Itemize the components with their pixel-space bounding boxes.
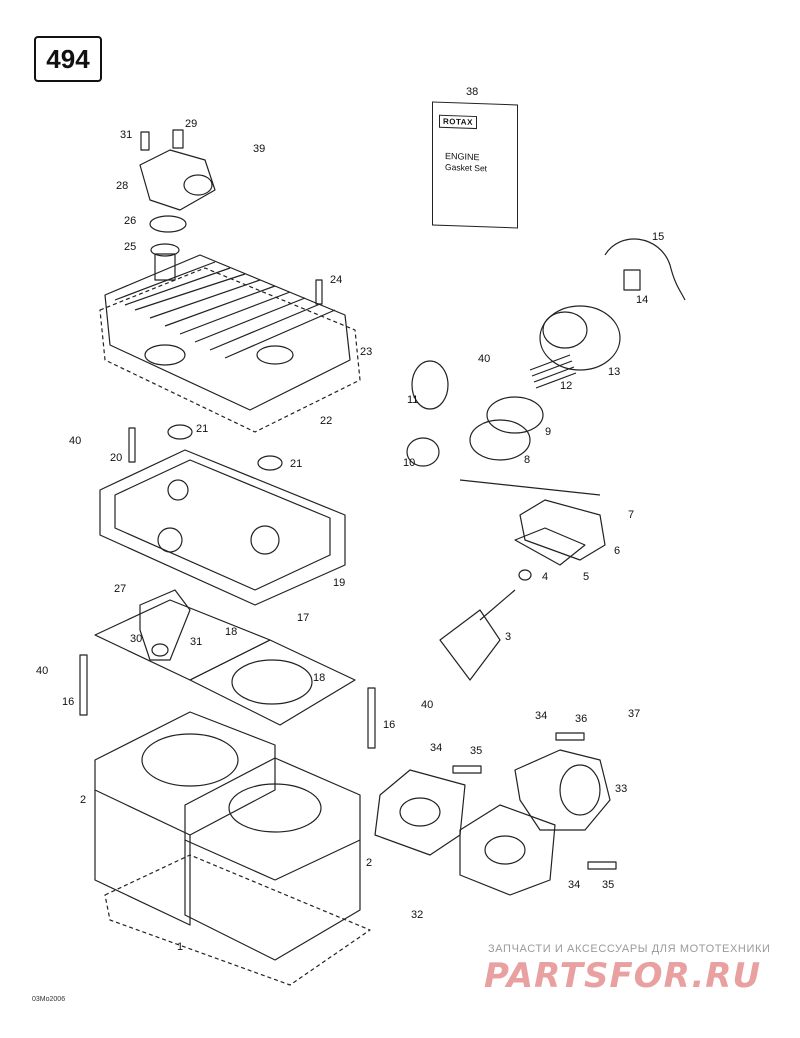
- exhaust-flange-32a: [374, 769, 466, 856]
- callout: 23: [360, 346, 373, 358]
- callout: 14: [636, 294, 649, 306]
- exhaust-flange-32b: [459, 804, 556, 896]
- gasket-5: [514, 527, 586, 566]
- callout: 2: [366, 857, 373, 869]
- screw-24: [315, 279, 323, 305]
- water-outlet-27: [139, 589, 191, 661]
- callout: 25: [124, 241, 137, 253]
- callout: 15: [652, 231, 665, 243]
- rotax-logo: ROTAX: [439, 114, 477, 130]
- callout: 30: [130, 633, 143, 645]
- callout: 38: [466, 86, 479, 98]
- stud-16b: [367, 687, 376, 749]
- diaphragm-9: [486, 396, 544, 434]
- screw-36: [555, 732, 585, 741]
- spring-clip-15: [604, 238, 686, 301]
- callout: 16: [62, 696, 75, 708]
- callout: 2: [80, 794, 87, 806]
- callout: 26: [124, 215, 137, 227]
- callout: 7: [628, 509, 635, 521]
- o-ring-21b: [257, 455, 283, 471]
- screw-35a: [452, 765, 482, 774]
- callout: 35: [470, 745, 483, 757]
- piston-8: [469, 419, 531, 461]
- callout: 4: [542, 571, 549, 583]
- callout: 33: [615, 783, 628, 795]
- watermark-logo: PARTSFOR.RU: [484, 956, 762, 996]
- callout: 8: [524, 454, 531, 466]
- watermark-tagline: ЗАПЧАСТИ И АКСЕССУАРЫ ДЛЯ МОТОТЕХНИКИ: [488, 943, 771, 955]
- callout: 17: [297, 612, 310, 624]
- callout: 6: [614, 545, 621, 557]
- callout: 16: [383, 719, 396, 731]
- callout: 21: [290, 458, 303, 470]
- thermostat-seal: [149, 215, 187, 233]
- callout: 9: [545, 426, 552, 438]
- gasket-set-box: ROTAX ENGINE Gasket Set: [432, 101, 518, 229]
- rave-valve-housing-cover: [539, 305, 621, 371]
- callout: 28: [116, 180, 129, 192]
- callout: 34: [430, 742, 443, 754]
- kit-line-gasket-set: Gasket Set: [445, 161, 488, 174]
- callout: 19: [333, 577, 346, 589]
- callout: 18: [225, 626, 238, 638]
- callout: 29: [185, 118, 198, 130]
- callout: 31: [190, 636, 203, 648]
- callout: 36: [575, 713, 588, 725]
- cylinder-right: [184, 757, 361, 961]
- callout: 22: [320, 415, 333, 427]
- stud-16a: [79, 654, 88, 716]
- thermostat-housing: [139, 129, 216, 211]
- callout: 27: [114, 583, 127, 595]
- cap-14: [623, 269, 641, 291]
- leader-8: [459, 479, 601, 496]
- cylinder-left: [94, 711, 276, 926]
- spring-12: [529, 354, 577, 389]
- screw-35b: [587, 861, 617, 870]
- cylinder-head-cover: [104, 254, 351, 411]
- callout: 18: [313, 672, 326, 684]
- callout: 10: [403, 457, 416, 469]
- o-ring-10: [406, 437, 440, 467]
- kit-line-engine: ENGINE: [445, 150, 480, 163]
- o-ring-11: [411, 360, 449, 410]
- valve-housing-6: [519, 499, 606, 561]
- callout: 37: [628, 708, 641, 720]
- o-ring-21a: [167, 424, 193, 440]
- reference-code: 03Mo2006: [32, 996, 66, 1003]
- screw-20: [128, 427, 136, 463]
- callout: 5: [583, 571, 590, 583]
- cylinder-head: [99, 449, 346, 606]
- callout: 39: [253, 143, 266, 155]
- exhaust-valve-3: [439, 589, 516, 681]
- thermostat: [150, 243, 180, 281]
- callout: 34: [535, 710, 548, 722]
- callout: 34: [568, 879, 581, 891]
- callout: 32: [411, 909, 424, 921]
- callout: 11: [407, 394, 419, 406]
- head-gasket-18b: [189, 639, 356, 726]
- exhaust-manifold-33: [514, 749, 611, 831]
- head-cover-gasket: [99, 267, 361, 433]
- callout: 35: [602, 879, 615, 891]
- callout: 40: [478, 353, 491, 365]
- callout: 40: [69, 435, 82, 447]
- callout: 40: [36, 665, 49, 677]
- o-ring-4: [518, 569, 532, 581]
- callout: 24: [330, 274, 343, 286]
- callout: 40: [421, 699, 434, 711]
- callout: 13: [608, 366, 621, 378]
- callout: 31: [120, 129, 133, 141]
- page-number: 494: [34, 36, 102, 82]
- head-gasket-18a: [94, 599, 271, 681]
- callout: 21: [196, 423, 209, 435]
- callout: 20: [110, 452, 123, 464]
- callout: 12: [560, 380, 573, 392]
- callout: 3: [505, 631, 512, 643]
- callout: 1: [177, 941, 184, 953]
- base-gasket: [104, 854, 371, 986]
